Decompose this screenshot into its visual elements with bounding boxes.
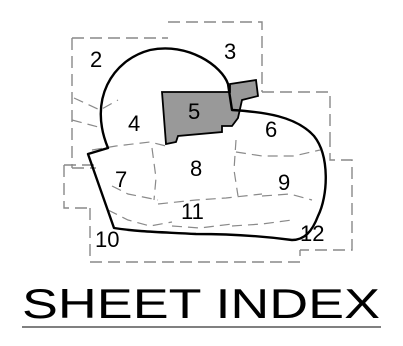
sheet-labels: 2 3 4 5 6 7 8 9 10 11 12 <box>90 39 324 252</box>
sheet-label-8[interactable]: 8 <box>190 156 202 181</box>
project-boundary <box>86 47 327 242</box>
sheet-outline-3 <box>168 21 263 92</box>
sheet-outline-6-9-12 <box>262 91 353 251</box>
sheet-label-12[interactable]: 12 <box>300 221 324 246</box>
sheet-outline-10-11-12 <box>89 208 301 263</box>
sheet-label-3[interactable]: 3 <box>224 39 236 64</box>
sheet-label-4[interactable]: 4 <box>128 111 140 136</box>
sheet-outline-2 <box>71 37 168 169</box>
page-title: SHEET INDEX <box>22 280 380 327</box>
sheet-label-6[interactable]: 6 <box>265 117 277 142</box>
sheet-label-5[interactable]: 5 <box>188 99 200 124</box>
sheet-label-11[interactable]: 11 <box>181 199 204 224</box>
sheet-label-9[interactable]: 9 <box>278 170 290 195</box>
sheet-outline-7-10 <box>63 164 96 209</box>
sheet-label-2[interactable]: 2 <box>90 47 102 72</box>
sheet-5-highlight <box>161 78 259 146</box>
sheet-divisions <box>71 97 321 229</box>
sheet-label-10[interactable]: 10 <box>95 227 119 252</box>
sheet-label-7[interactable]: 7 <box>115 167 127 192</box>
